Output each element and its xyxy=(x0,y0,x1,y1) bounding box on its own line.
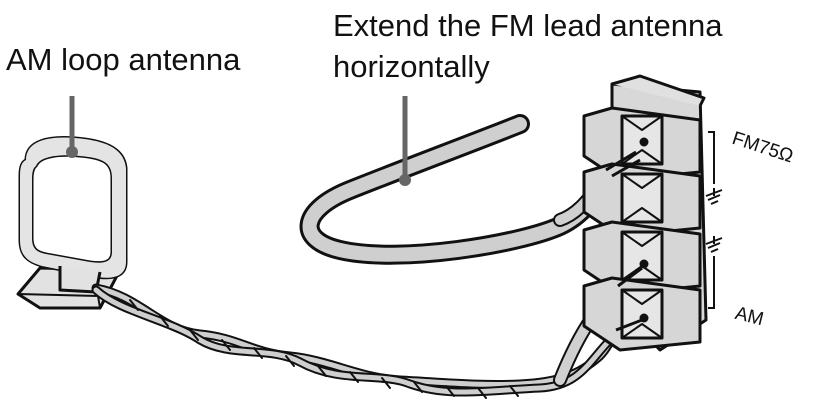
am-twisted-cable xyxy=(91,265,647,399)
terminal-am-1 xyxy=(582,220,702,296)
fm-lead-antenna-label-line2: horizontally xyxy=(333,49,490,84)
terminal-fm-2 xyxy=(582,162,702,238)
antenna-terminal-block xyxy=(582,74,708,352)
ground-icon xyxy=(705,236,723,253)
ground-icon xyxy=(705,188,723,205)
fm-bracket xyxy=(708,131,715,184)
terminal-fm-1 xyxy=(582,106,702,182)
am-loop-antenna-label: AM loop antenna xyxy=(6,42,241,77)
terminal-am-2 xyxy=(582,276,702,352)
am-bracket xyxy=(708,256,715,309)
fm-lead-antenna-label-line1: Extend the FM lead antenna xyxy=(333,8,723,43)
am-loop-antenna xyxy=(16,136,128,310)
